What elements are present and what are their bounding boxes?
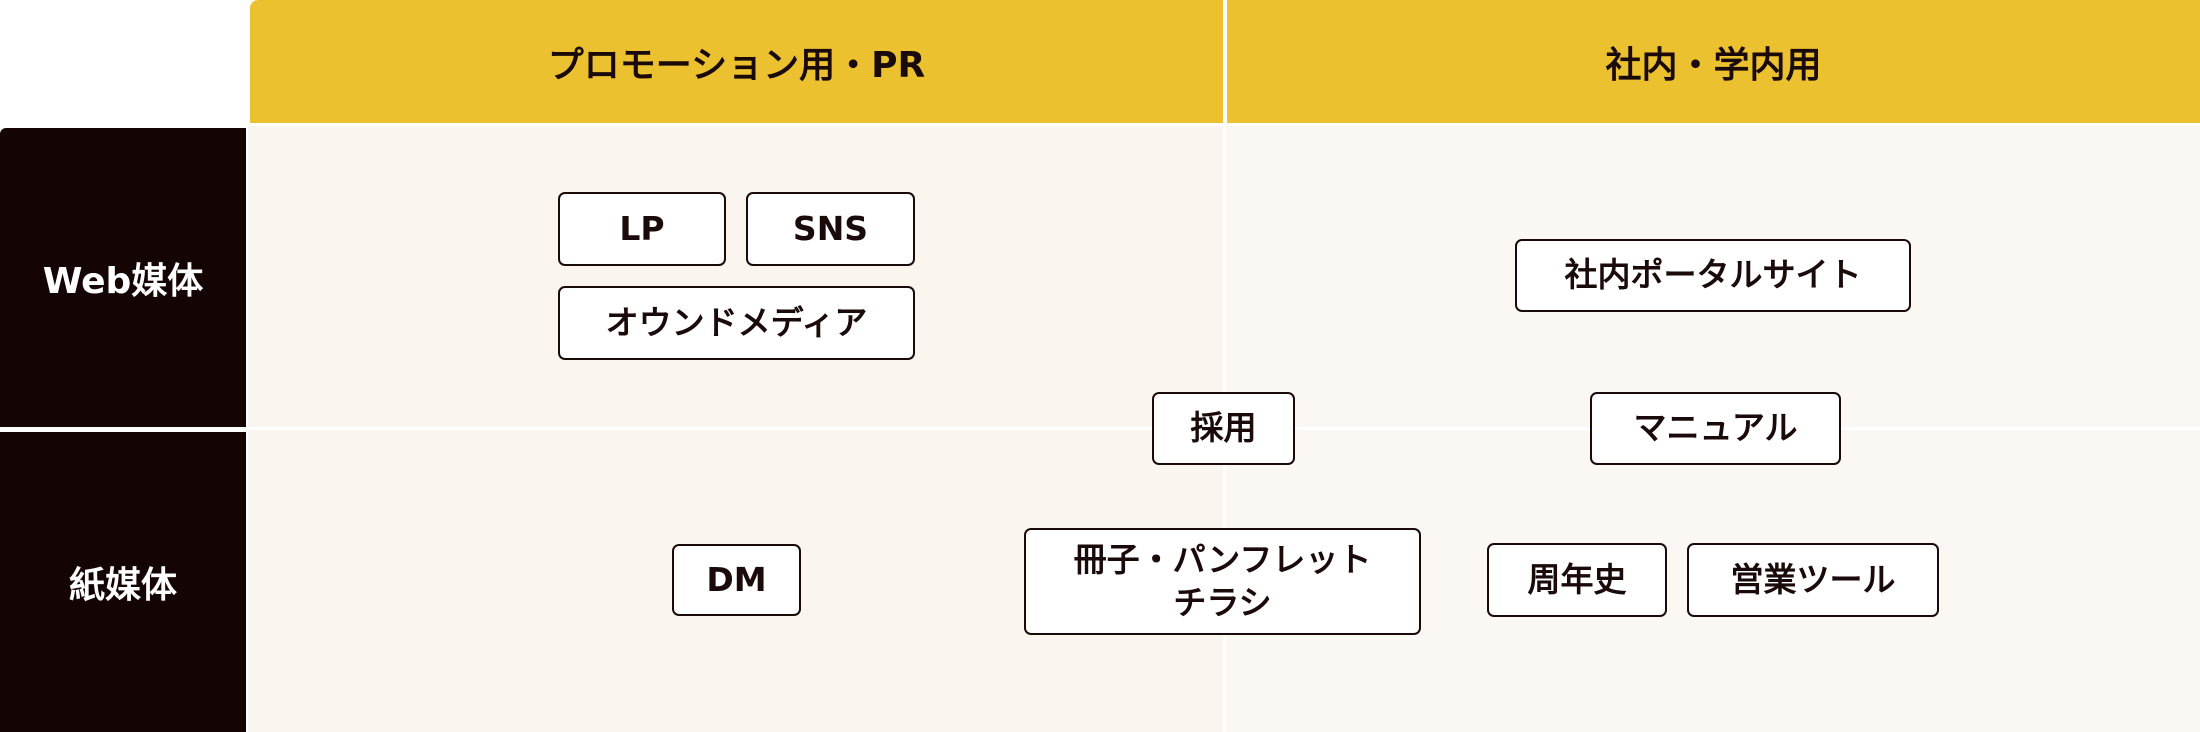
column-header-promotion: プロモーション用・PR xyxy=(250,0,1223,123)
item-portal-site: 社内ポータルサイト xyxy=(1515,239,1911,312)
item-sns: SNS xyxy=(746,192,915,266)
item-booklet-line2: チラシ xyxy=(1173,582,1272,622)
item-booklet-line1: 冊子・パンフレット xyxy=(1073,539,1372,579)
row-header-web: Web媒体 xyxy=(0,128,246,427)
item-dm: DM xyxy=(672,544,801,616)
item-recruit: 採用 xyxy=(1152,392,1295,465)
item-booklet: 冊子・パンフレット チラシ xyxy=(1024,528,1421,635)
item-manual: マニュアル xyxy=(1590,392,1841,465)
item-owned-media: オウンドメディア xyxy=(558,286,915,360)
item-anniversary-history: 周年史 xyxy=(1487,543,1667,617)
item-lp: LP xyxy=(558,192,726,266)
row-header-paper: 紙媒体 xyxy=(0,432,246,732)
item-sales-tool: 営業ツール xyxy=(1687,543,1939,617)
quadrant-web-promotion xyxy=(248,126,1223,427)
column-header-internal: 社内・学内用 xyxy=(1227,0,2200,123)
